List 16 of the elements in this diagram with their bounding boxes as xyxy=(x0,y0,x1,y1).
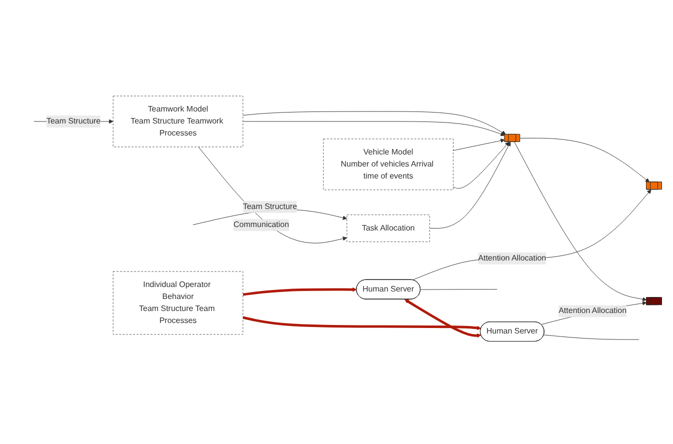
arrow xyxy=(242,316,482,331)
arrow xyxy=(242,112,506,136)
arrow xyxy=(429,142,511,230)
arrow xyxy=(452,139,505,152)
arrow xyxy=(198,147,348,244)
node-bar xyxy=(646,182,662,190)
arrow xyxy=(514,142,647,302)
arrow xyxy=(452,142,510,190)
connector xyxy=(544,335,640,340)
node-bar xyxy=(504,134,520,142)
node-bar xyxy=(646,298,662,306)
arrow xyxy=(520,138,650,183)
arrow xyxy=(404,300,482,338)
arrow xyxy=(242,122,505,137)
arrow xyxy=(412,190,652,281)
arrow xyxy=(242,288,357,296)
